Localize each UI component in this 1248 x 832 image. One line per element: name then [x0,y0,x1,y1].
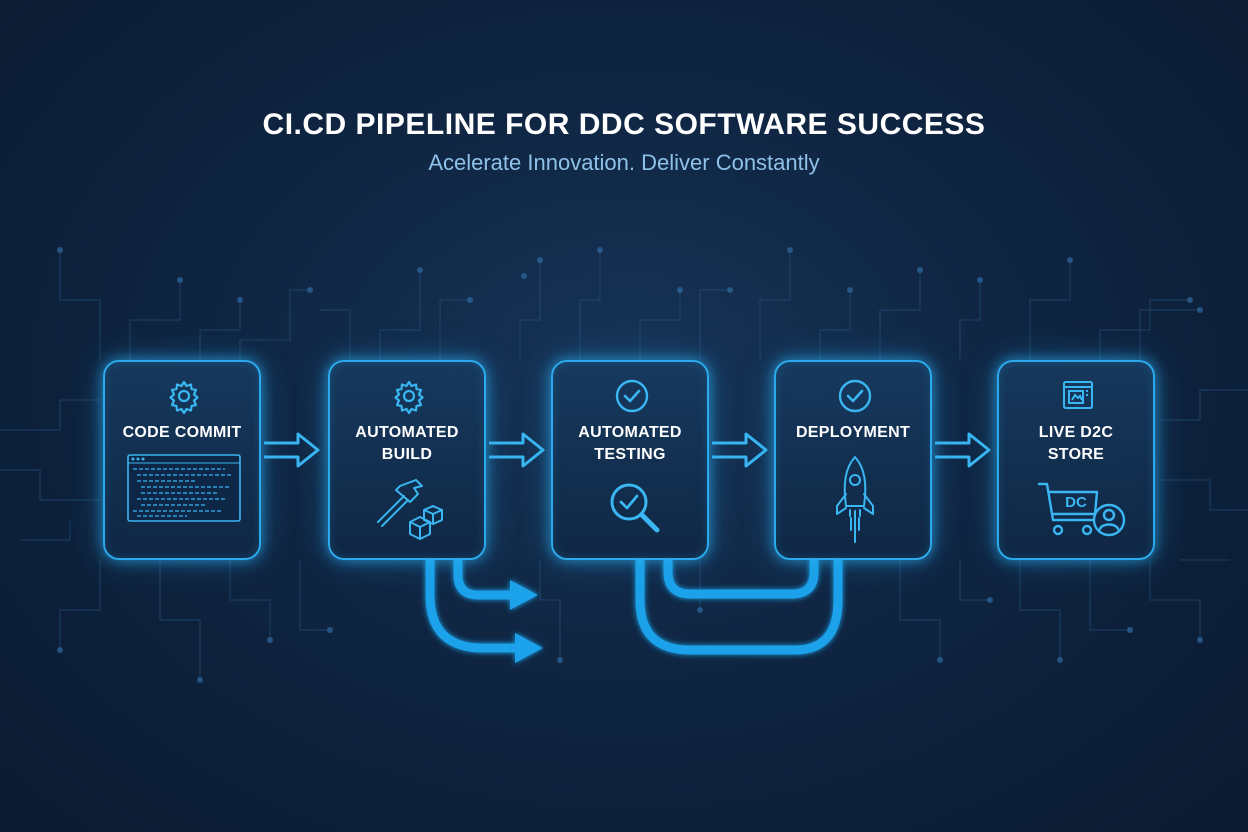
cart-label: DC [1065,494,1087,511]
flow-arrow [933,430,993,470]
page-title: CI.CD PIPELINE FOR DDC SOFTWARE SUCCESS [262,108,986,141]
check-circle-icon [615,379,649,413]
stage-automated-build: AUTOMATED BUILD [328,360,486,560]
stage-label: CODE COMMIT [122,424,242,441]
gear-icon [169,380,199,415]
magnifier-check-icon [610,483,660,533]
page-subtitle: Acelerate Innovation. Deliver Constantly [428,150,820,175]
gear-icon [394,380,424,415]
stage-deployment: DEPLOYMENT [774,360,932,560]
stage-automated-testing: AUTOMATED TESTING [551,360,709,560]
check-circle-icon [838,379,872,413]
stage-label-line2: TESTING [594,446,666,463]
stage-label: DEPLOYMENT [795,424,911,441]
stage-label-line2: STORE [1047,446,1105,463]
stage-label: LIVE D2C [1038,424,1114,441]
flow-arrow [262,430,322,470]
browser-window-icon [1063,381,1093,409]
stage-label: AUTOMATED [578,424,682,441]
stage-label: AUTOMATED [355,424,459,441]
flow-arrow [487,430,547,470]
rocket-icon [836,456,874,543]
stage-label-line2: BUILD [381,446,433,463]
code-editor-icon [127,454,241,522]
stage-live-d2c-store: LIVE D2C STORE DC [997,360,1155,560]
hammer-blocks-icon [377,479,443,540]
shopping-cart-user-icon: DC [1037,478,1131,544]
flow-arrow [710,430,770,470]
stage-code-commit: CODE COMMIT [103,360,261,560]
